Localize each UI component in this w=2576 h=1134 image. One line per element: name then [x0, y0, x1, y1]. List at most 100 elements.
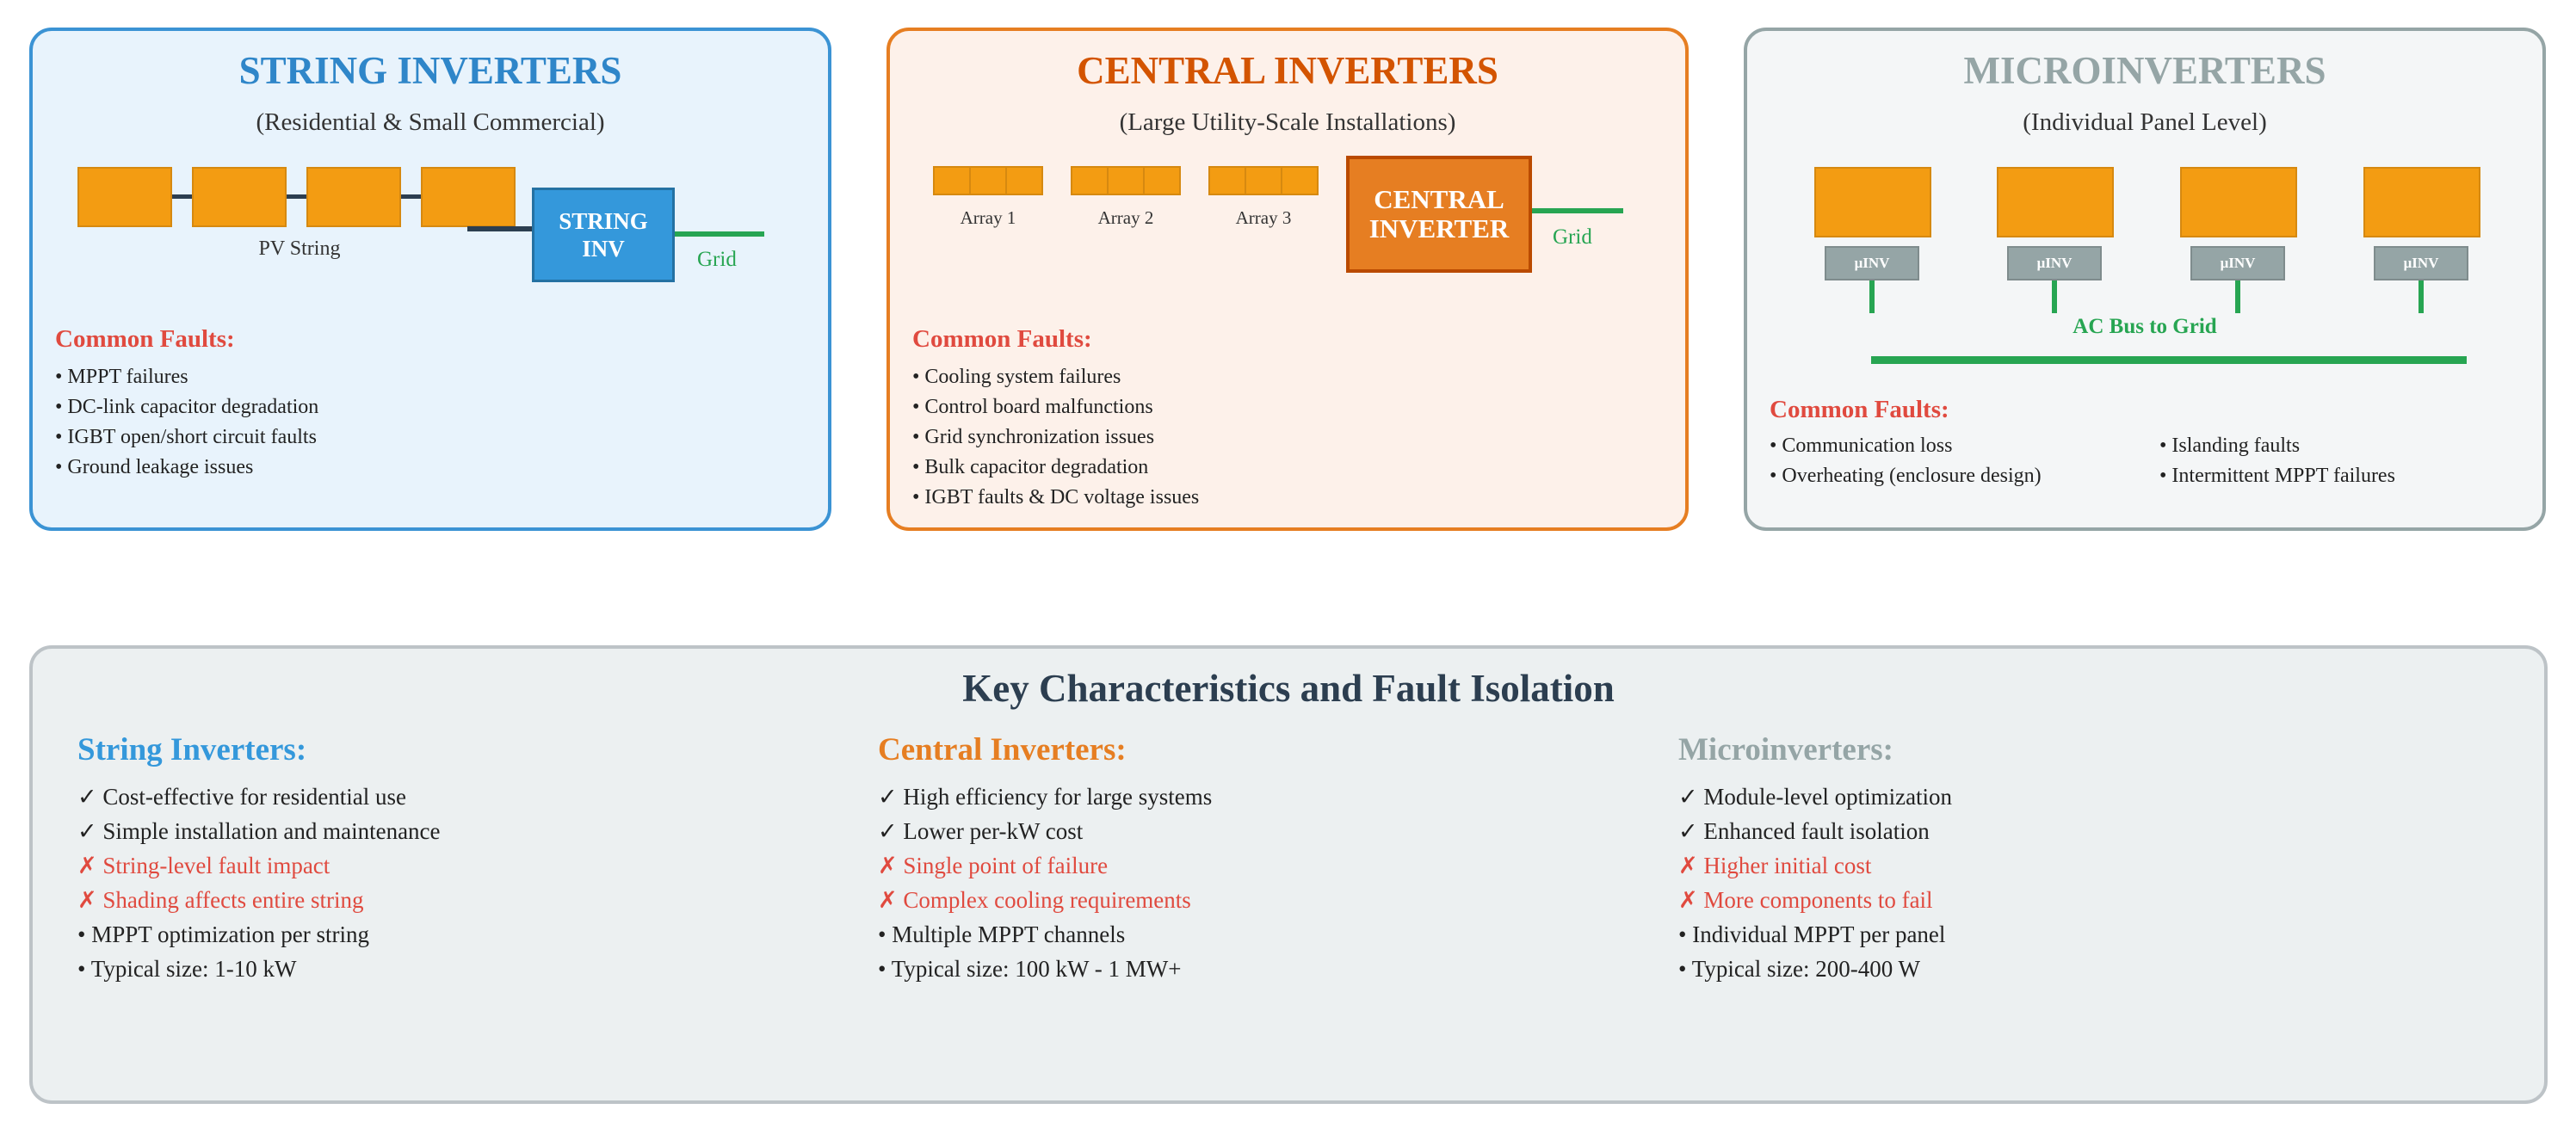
string-panel-title: STRING INVERTERS [238, 49, 622, 92]
string-to-inverter-wire [467, 226, 565, 231]
array-module [1208, 166, 1246, 195]
info-item: • Typical size: 100 kW - 1 MW+ [878, 956, 1182, 982]
pv-string-label: PV String [258, 237, 341, 260]
microinverter-box: μINV [2007, 246, 2102, 280]
bus-drop [2235, 280, 2240, 313]
array-module [1071, 166, 1109, 195]
array-module [1281, 166, 1319, 195]
microinverter-label: μINV [2220, 255, 2256, 271]
info-item: • Typical size: 1-10 kW [77, 956, 297, 982]
con-item: ✗ Single point of failure [878, 853, 1109, 878]
pv-module [421, 167, 516, 227]
bus-drop [2052, 280, 2057, 313]
array-module [1143, 166, 1181, 195]
micro-panel-subtitle: (Individual Panel Level) [2023, 108, 2267, 136]
pv-module [1997, 167, 2114, 237]
string-inverters-panel: STRING INVERTERS (Residential & Small Co… [29, 28, 831, 531]
microinverter-box: μINV [2190, 246, 2285, 280]
string-connector [401, 194, 421, 199]
micro-faults-list-left: • Communication loss • Overheating (encl… [1770, 431, 2042, 491]
pv-module [77, 167, 172, 227]
microinverter-box: μINV [2374, 246, 2468, 280]
fault-item: • Overheating (enclosure design) [1770, 465, 2042, 487]
microinverters-panel: MICROINVERTERS (Individual Panel Level) … [1744, 28, 2546, 531]
fault-item: • Islanding faults [2159, 434, 2301, 457]
pv-module [2363, 167, 2480, 237]
array-module [933, 166, 971, 195]
central-characteristics-list: ✓ High efficiency for large systems ✓ Lo… [878, 780, 1212, 986]
string-connector [172, 194, 192, 199]
string-inverter-label: STRING INV [559, 208, 648, 262]
grid-line [675, 231, 764, 237]
info-item: • Individual MPPT per panel [1678, 921, 1946, 947]
central-inverters-panel: CENTRAL INVERTERS (Large Utility-Scale I… [886, 28, 1689, 531]
string-column-heading: String Inverters: [77, 732, 307, 767]
bus-drop [2418, 280, 2424, 313]
fault-item: • Intermittent MPPT failures [2159, 465, 2395, 487]
fault-item: • Cooling system failures [912, 366, 1121, 388]
array-label: Array 3 [1235, 207, 1292, 228]
string-characteristics-list: ✓ Cost-effective for residential use ✓ S… [77, 780, 441, 986]
pro-item: ✓ High efficiency for large systems [878, 784, 1213, 810]
con-item: ✗ Higher initial cost [1678, 853, 1872, 878]
central-panel-subtitle: (Large Utility-Scale Installations) [1119, 108, 1456, 136]
central-faults-title: Common Faults: [912, 325, 1092, 353]
fault-item: • Control board malfunctions [912, 396, 1153, 418]
micro-panel-title: MICROINVERTERS [1963, 49, 2326, 92]
con-item: ✗ Shading affects entire string [77, 887, 364, 913]
con-item: ✗ More components to fail [1678, 887, 1933, 913]
pv-module [2180, 167, 2297, 237]
string-connector [287, 194, 306, 199]
micro-faults-list-right: • Islanding faults • Intermittent MPPT f… [2159, 431, 2395, 491]
array-label: Array 1 [960, 207, 1016, 228]
micro-faults-title: Common Faults: [1770, 396, 1949, 423]
fault-item: • Grid synchronization issues [912, 426, 1155, 448]
fault-item: • Bulk capacitor degradation [912, 456, 1149, 478]
info-item: • MPPT optimization per string [77, 921, 369, 947]
microinverter-label: μINV [1854, 255, 1890, 271]
microinverter-label: μINV [2036, 255, 2073, 271]
micro-column-heading: Microinverters: [1678, 732, 1893, 767]
central-inverter-label: CENTRAL INVERTER [1368, 184, 1510, 243]
pro-item: ✓ Enhanced fault isolation [1678, 818, 1930, 844]
fault-item: • IGBT open/short circuit faults [55, 426, 317, 448]
pro-item: ✓ Cost-effective for residential use [77, 784, 406, 810]
array-module [1107, 166, 1145, 195]
string-grid-label: Grid [697, 248, 737, 271]
fault-item: • DC-link capacitor degradation [55, 396, 319, 418]
string-panel-subtitle: (Residential & Small Commercial) [256, 108, 605, 136]
central-faults-list: • Cooling system failures • Control boar… [912, 362, 1199, 513]
ac-bus-label: AC Bus to Grid [2073, 315, 2217, 338]
fault-item: • Ground leakage issues [55, 456, 254, 478]
bus-drop [1869, 280, 1875, 313]
ac-bus-line [1871, 356, 2467, 364]
central-grid-label: Grid [1553, 225, 1592, 249]
array-module [1005, 166, 1043, 195]
fault-item: • Communication loss [1770, 434, 1953, 457]
central-column-heading: Central Inverters: [878, 732, 1127, 767]
central-panel-title: CENTRAL INVERTERS [1077, 49, 1498, 92]
key-characteristics-panel: Key Characteristics and Fault Isolation … [29, 645, 2548, 1104]
string-faults-list: • MPPT failures • DC-link capacitor degr… [55, 362, 318, 483]
pv-module [192, 167, 287, 227]
string-faults-title: Common Faults: [55, 325, 235, 353]
pv-module [306, 167, 401, 227]
grid-line [1532, 208, 1623, 213]
con-item: ✗ String-level fault impact [77, 853, 330, 878]
con-item: ✗ Complex cooling requirements [878, 887, 1191, 913]
pv-module [1814, 167, 1931, 237]
fault-item: • IGBT faults & DC voltage issues [912, 486, 1200, 508]
pro-item: ✓ Simple installation and maintenance [77, 818, 441, 844]
fault-item: • MPPT failures [55, 366, 188, 388]
string-inverter-box: STRING INV [532, 188, 675, 282]
array-label: Array 2 [1097, 207, 1154, 228]
central-inverter-box: CENTRAL INVERTER [1346, 156, 1532, 273]
key-title: Key Characteristics and Fault Isolation [962, 667, 1615, 710]
pro-item: ✓ Module-level optimization [1678, 784, 1953, 810]
pro-item: ✓ Lower per-kW cost [878, 818, 1084, 844]
array-module [969, 166, 1007, 195]
info-item: • Multiple MPPT channels [878, 921, 1126, 947]
array-module [1245, 166, 1282, 195]
info-item: • Typical size: 200-400 W [1678, 956, 1921, 982]
micro-characteristics-list: ✓ Module-level optimization ✓ Enhanced f… [1678, 780, 1952, 986]
